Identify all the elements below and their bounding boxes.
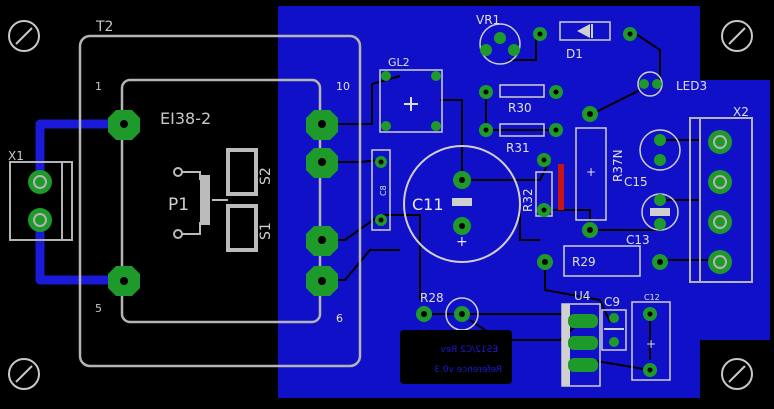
label-led3: LED3	[676, 79, 707, 93]
label-pin1: 1	[95, 80, 102, 93]
pad-t2-pin1	[108, 110, 140, 140]
pad-t2-pin5	[108, 266, 140, 296]
label-d1: D1	[566, 47, 583, 61]
capacitor-c11: C11 +	[403, 145, 521, 263]
mirrored-text-box: ES12/C2 Rev Reference v0.3	[400, 330, 512, 384]
capacitor-c8: C8	[371, 149, 391, 231]
pad-t2-pin9	[306, 148, 338, 178]
resistor-r31: R31	[479, 123, 563, 155]
label-pin6: 6	[336, 312, 343, 325]
resistor-r28: R28	[416, 291, 479, 331]
mounting-area-top-right	[700, 0, 774, 80]
label-r30: R30	[508, 101, 532, 115]
label-t2: T2	[95, 19, 113, 35]
label-x2: X2	[733, 105, 749, 119]
marker-line	[558, 164, 564, 210]
resistor-r30: R30	[479, 84, 563, 115]
r37n-plus: +	[586, 165, 596, 179]
p1-symbol: P1 S2 S1	[168, 148, 274, 252]
label-r32: R32	[521, 188, 535, 212]
label-vr1: VR1	[476, 13, 500, 27]
label-p1: P1	[168, 195, 189, 215]
transformer-pads	[108, 110, 338, 296]
transformer-core-outline	[120, 78, 322, 324]
capacitor-c9: C9	[601, 295, 627, 351]
label-x1: X1	[8, 149, 24, 163]
mounting-hole-bottom-right	[721, 358, 753, 390]
capacitor-c12: C12 +	[631, 293, 671, 381]
label-r28: R28	[420, 291, 444, 305]
capacitor-c13: C13	[626, 193, 679, 247]
label-s2: S2	[258, 167, 274, 185]
resistor-r32: R32	[521, 153, 553, 217]
transformer-outline	[78, 34, 362, 368]
pad-t2-pin7	[306, 226, 338, 256]
regulator-vr1: VR1	[476, 13, 521, 65]
label-c8: C8	[379, 185, 388, 196]
diode-d1: D1	[533, 21, 637, 61]
pad-t2-pin6	[306, 266, 338, 296]
mounting-hole-bottom-left	[8, 358, 40, 390]
mirror-text-line1: ES12/C2 Rev	[440, 345, 498, 355]
label-r29: R29	[572, 255, 596, 269]
mirror-text-line2: Reference v0.3	[434, 365, 502, 375]
label-gl2: GL2	[388, 56, 410, 69]
label-c13: C13	[626, 233, 650, 247]
label-c11: C11	[412, 195, 444, 214]
label-r31: R31	[506, 141, 530, 155]
label-pin10: 10	[336, 80, 350, 93]
resistor-r37n: + R37N	[575, 106, 625, 238]
regulator-u4: U4	[561, 289, 601, 387]
bridge-gl2: GL2	[379, 56, 443, 133]
pad-t2-pin10	[306, 110, 338, 140]
label-c12: C12	[644, 293, 660, 302]
label-pin5: 5	[95, 302, 102, 315]
label-r37n: R37N	[611, 149, 625, 182]
led-led3: LED3	[637, 71, 707, 97]
connector-x1: X1	[8, 149, 73, 241]
label-u4: U4	[574, 289, 590, 303]
capacitor-c15: C15	[624, 129, 681, 189]
connector-x2: X2	[689, 105, 753, 283]
label-s1: S1	[258, 222, 274, 240]
c12-plus: +	[646, 337, 656, 351]
label-ei38: EI38-2	[160, 109, 211, 128]
mounting-hole-top-right	[721, 20, 753, 52]
label-c9: C9	[604, 295, 620, 309]
c11-plus: +	[456, 234, 468, 250]
mounting-area-bottom-right	[700, 340, 774, 405]
label-c15: C15	[624, 175, 648, 189]
resistor-r29: R29	[537, 245, 668, 277]
mounting-hole-top-left	[8, 20, 40, 52]
